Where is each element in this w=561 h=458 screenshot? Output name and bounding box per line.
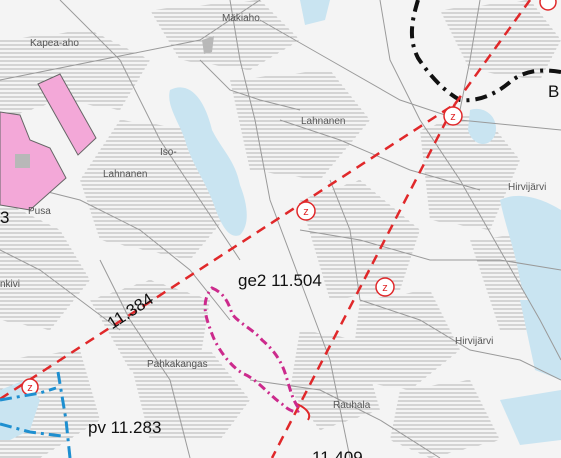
marker-label: z [450,111,456,123]
place-label: Mäkiaho [222,13,260,24]
place-label: Kapea-aho [30,38,79,49]
place-label: Iso- [160,147,177,158]
groundwater-area-label: pv 11.283 [88,418,162,437]
place-label: Pahkakangas [147,359,208,370]
gray-building [15,154,30,168]
municipal-boundary [410,0,561,103]
place-label: Hirvijärvi [455,336,494,347]
groundwater-area [0,371,72,458]
marker-arc [296,403,311,421]
marker-label: z [303,206,309,218]
marker-label: z [27,382,33,394]
power-line-label-cut: 11.409 [312,448,363,458]
power-lines [0,0,532,458]
protected-area-label: ge2 11.504 [238,271,322,290]
gray-building [202,36,214,54]
place-label: Lahnanen [103,169,148,180]
place-label: Hirvijärvi [508,182,547,193]
marker-icon [375,277,395,297]
marker-label: z [382,282,388,294]
marker-labels: z z z z [27,111,456,394]
place-label: Rauhala [333,400,371,411]
marker-icon [539,0,557,11]
edge-label: B [548,82,560,101]
place-label: Pusa [28,206,51,217]
marker-icon [296,201,316,221]
place-label: Lahnanen [301,116,346,127]
edge-label: 3 [0,208,10,227]
marker-icon [443,106,463,126]
building-zone [0,73,97,211]
place-label: nkivi [0,279,21,290]
power-line-markers [21,0,557,396]
